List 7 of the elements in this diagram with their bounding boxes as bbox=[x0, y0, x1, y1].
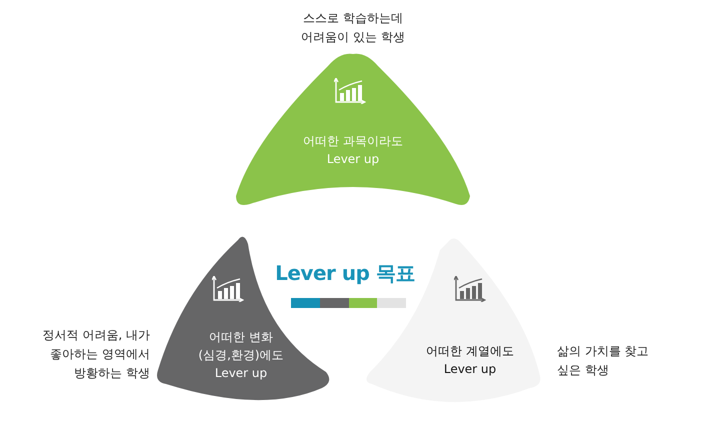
description-text: 스스로 학습하는데 어려움이 있는 학생 bbox=[300, 10, 406, 46]
node-label: 어떠한 과목이라도 Lever up bbox=[302, 133, 404, 168]
description-text: 정서적 어려움, 내가 좋아하는 영역에서 방황하는 학생 bbox=[42, 327, 150, 382]
description-text: 삶의 가치를 찾고 싶은 학생 bbox=[557, 343, 650, 379]
title: Lever up 목표 bbox=[274, 260, 416, 287]
node-label: 어떠한 변화 (심경,환경)에도 Lever up bbox=[197, 329, 285, 382]
node-label: 어떠한 계열에도 Lever up bbox=[425, 343, 515, 378]
